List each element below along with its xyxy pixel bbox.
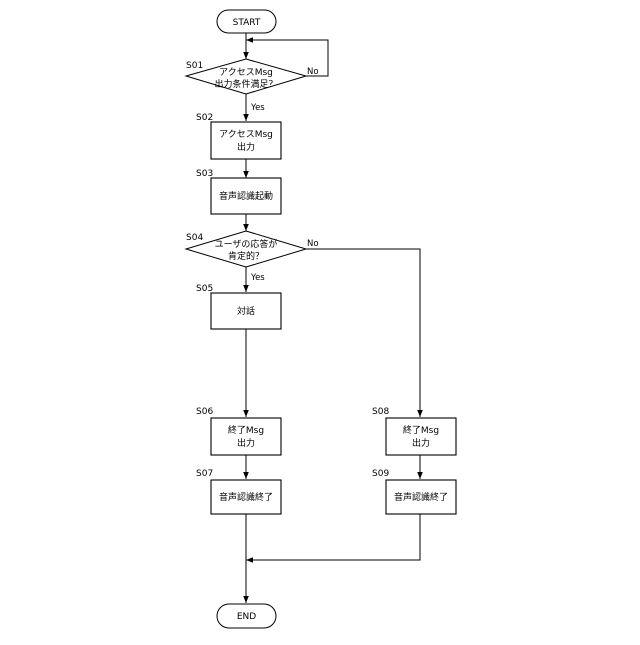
s04-line2: 肯定的？ bbox=[228, 250, 264, 262]
decision-s01: S01 アクセスMsg 出力条件満足？ No Yes bbox=[186, 59, 319, 113]
s08-line2: 出力 bbox=[412, 437, 430, 449]
step-id-s08: S08 bbox=[372, 407, 389, 417]
s04-no-label: No bbox=[307, 239, 319, 249]
process-s07: S07 音声認識終了 bbox=[196, 469, 281, 514]
s09-line1: 音声認識終了 bbox=[394, 491, 448, 503]
s06-line2: 出力 bbox=[237, 437, 255, 449]
s04-line1: ユーザの応答が bbox=[215, 238, 278, 250]
step-id-s04: S04 bbox=[186, 233, 203, 243]
s01-line1: アクセスMsg bbox=[219, 67, 273, 78]
step-id-s06: S06 bbox=[196, 407, 213, 417]
start-terminal: START bbox=[217, 10, 276, 33]
s04-yes-label: Yes bbox=[250, 273, 265, 283]
step-id-s09: S09 bbox=[372, 469, 389, 479]
process-s06: S06 終了Msg 出力 bbox=[196, 407, 281, 455]
process-s09: S09 音声認識終了 bbox=[372, 469, 456, 514]
step-id-s01: S01 bbox=[186, 61, 203, 71]
decision-s04: S04 ユーザの応答が 肯定的？ No Yes bbox=[186, 231, 319, 283]
s08-line1: 終了Msg bbox=[403, 424, 439, 436]
process-s05: S05 対話 bbox=[196, 284, 281, 329]
s02-line1: アクセスMsg bbox=[219, 129, 273, 140]
s05-line1: 対話 bbox=[237, 305, 255, 317]
process-s02: S02 アクセスMsg 出力 bbox=[196, 113, 281, 159]
s01-no-label: No bbox=[307, 67, 319, 77]
s01-yes-label: Yes bbox=[250, 103, 265, 113]
s06-line1: 終了Msg bbox=[228, 424, 264, 436]
s01-line2: 出力条件満足？ bbox=[214, 78, 277, 90]
s07-line1: 音声認識終了 bbox=[219, 491, 273, 503]
process-s08: S08 終了Msg 出力 bbox=[372, 407, 456, 455]
step-id-s07: S07 bbox=[196, 469, 213, 479]
start-label: START bbox=[233, 18, 261, 28]
end-label: END bbox=[237, 612, 256, 622]
s03-line1: 音声認識起動 bbox=[219, 190, 273, 202]
s02-line2: 出力 bbox=[237, 141, 255, 153]
end-terminal: END bbox=[217, 604, 276, 628]
edge-s09-merge bbox=[246, 514, 420, 560]
process-s03: S03 音声認識起動 bbox=[196, 169, 281, 214]
edge-s04-s08 bbox=[306, 249, 420, 417]
